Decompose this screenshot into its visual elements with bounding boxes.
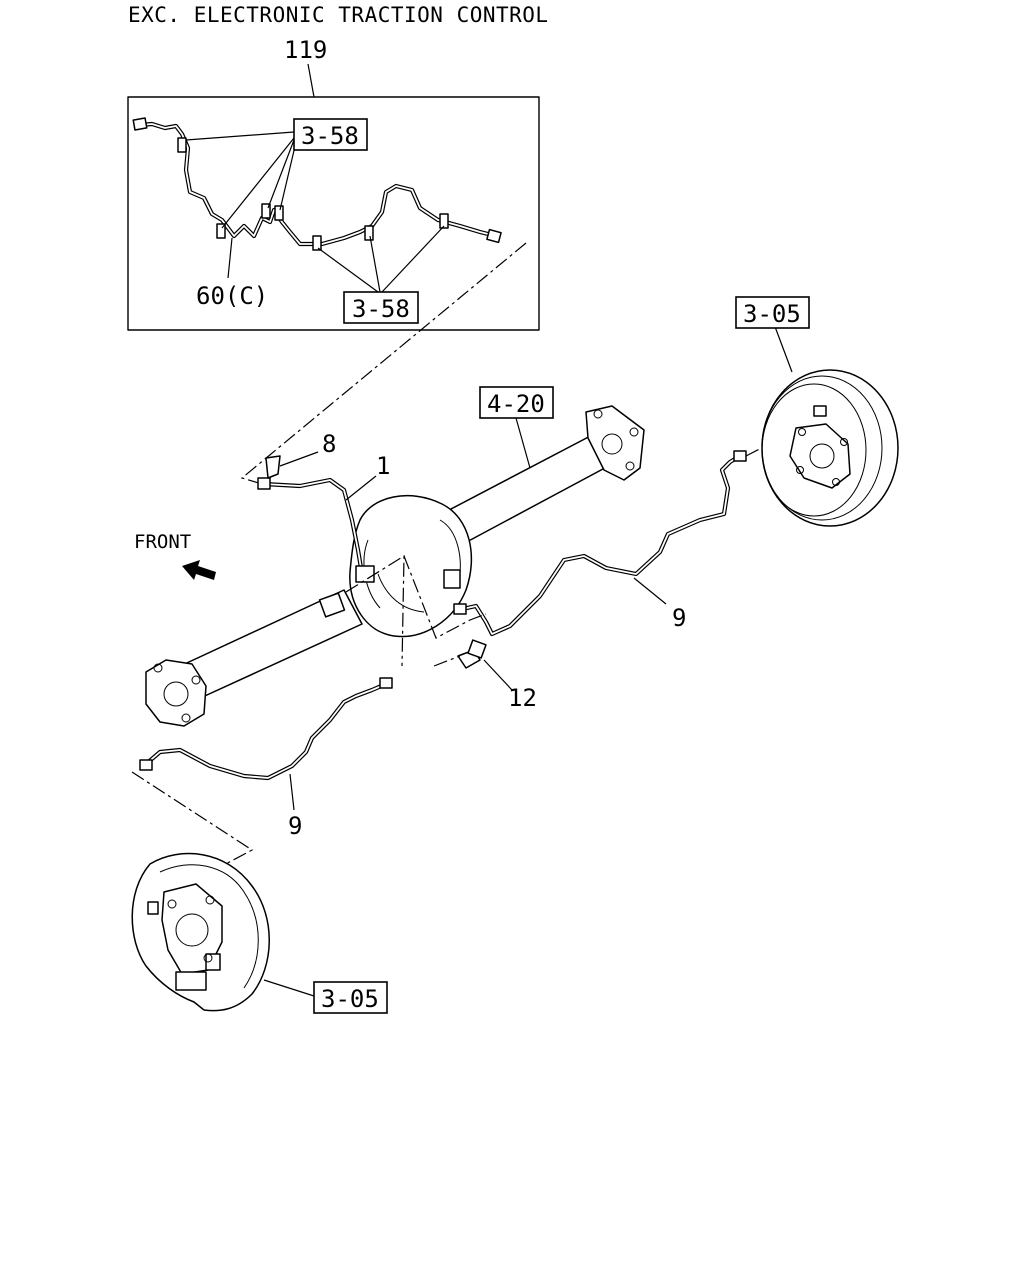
rear-axle-housing — [145, 405, 645, 727]
ref-3-05-left: 3-05 — [321, 985, 379, 1013]
ref-3-58-upper: 3-58 — [301, 122, 359, 150]
inset-clips — [177, 137, 449, 251]
inset-fitting-right — [486, 228, 502, 244]
ref-box-3-05-left — [313, 981, 388, 1014]
right-brake-drum — [761, 369, 899, 527]
bolt-12 — [457, 639, 487, 669]
ref-3-05-right: 3-05 — [743, 300, 801, 328]
diagram-title: EXC. ELECTRONIC TRACTION CONTROL — [128, 3, 549, 27]
axle-brake-pipes — [139, 450, 747, 781]
ref-9-left: 9 — [288, 812, 302, 840]
fitting-8 — [257, 477, 271, 490]
ref-8: 8 — [322, 430, 336, 458]
ref-box-3-58-upper — [293, 118, 368, 151]
bracket-8 — [265, 455, 281, 479]
ref-box-3-58-lower — [343, 291, 419, 324]
left-brake-backing-plate — [131, 852, 270, 1012]
arrow-front-icon — [182, 560, 216, 580]
ref-box-3-05-right — [735, 296, 810, 329]
ref-60c: 60(C) — [196, 282, 268, 310]
ref-box-4-20 — [479, 386, 554, 419]
ref-119: 119 — [284, 36, 327, 64]
ref-9-right: 9 — [672, 604, 686, 632]
junction-block — [355, 565, 375, 583]
front-label: FRONT — [134, 531, 191, 553]
inset-fitting-left — [132, 117, 148, 131]
ref-1: 1 — [376, 452, 390, 480]
inset-brake-pipe-assembly: 3-58 3-58 60(C) — [127, 63, 540, 331]
ref-3-58-lower: 3-58 — [352, 295, 410, 323]
ref-4-20: 4-20 — [487, 390, 545, 418]
inset-frame — [127, 96, 540, 331]
ref-12: 12 — [508, 684, 537, 712]
